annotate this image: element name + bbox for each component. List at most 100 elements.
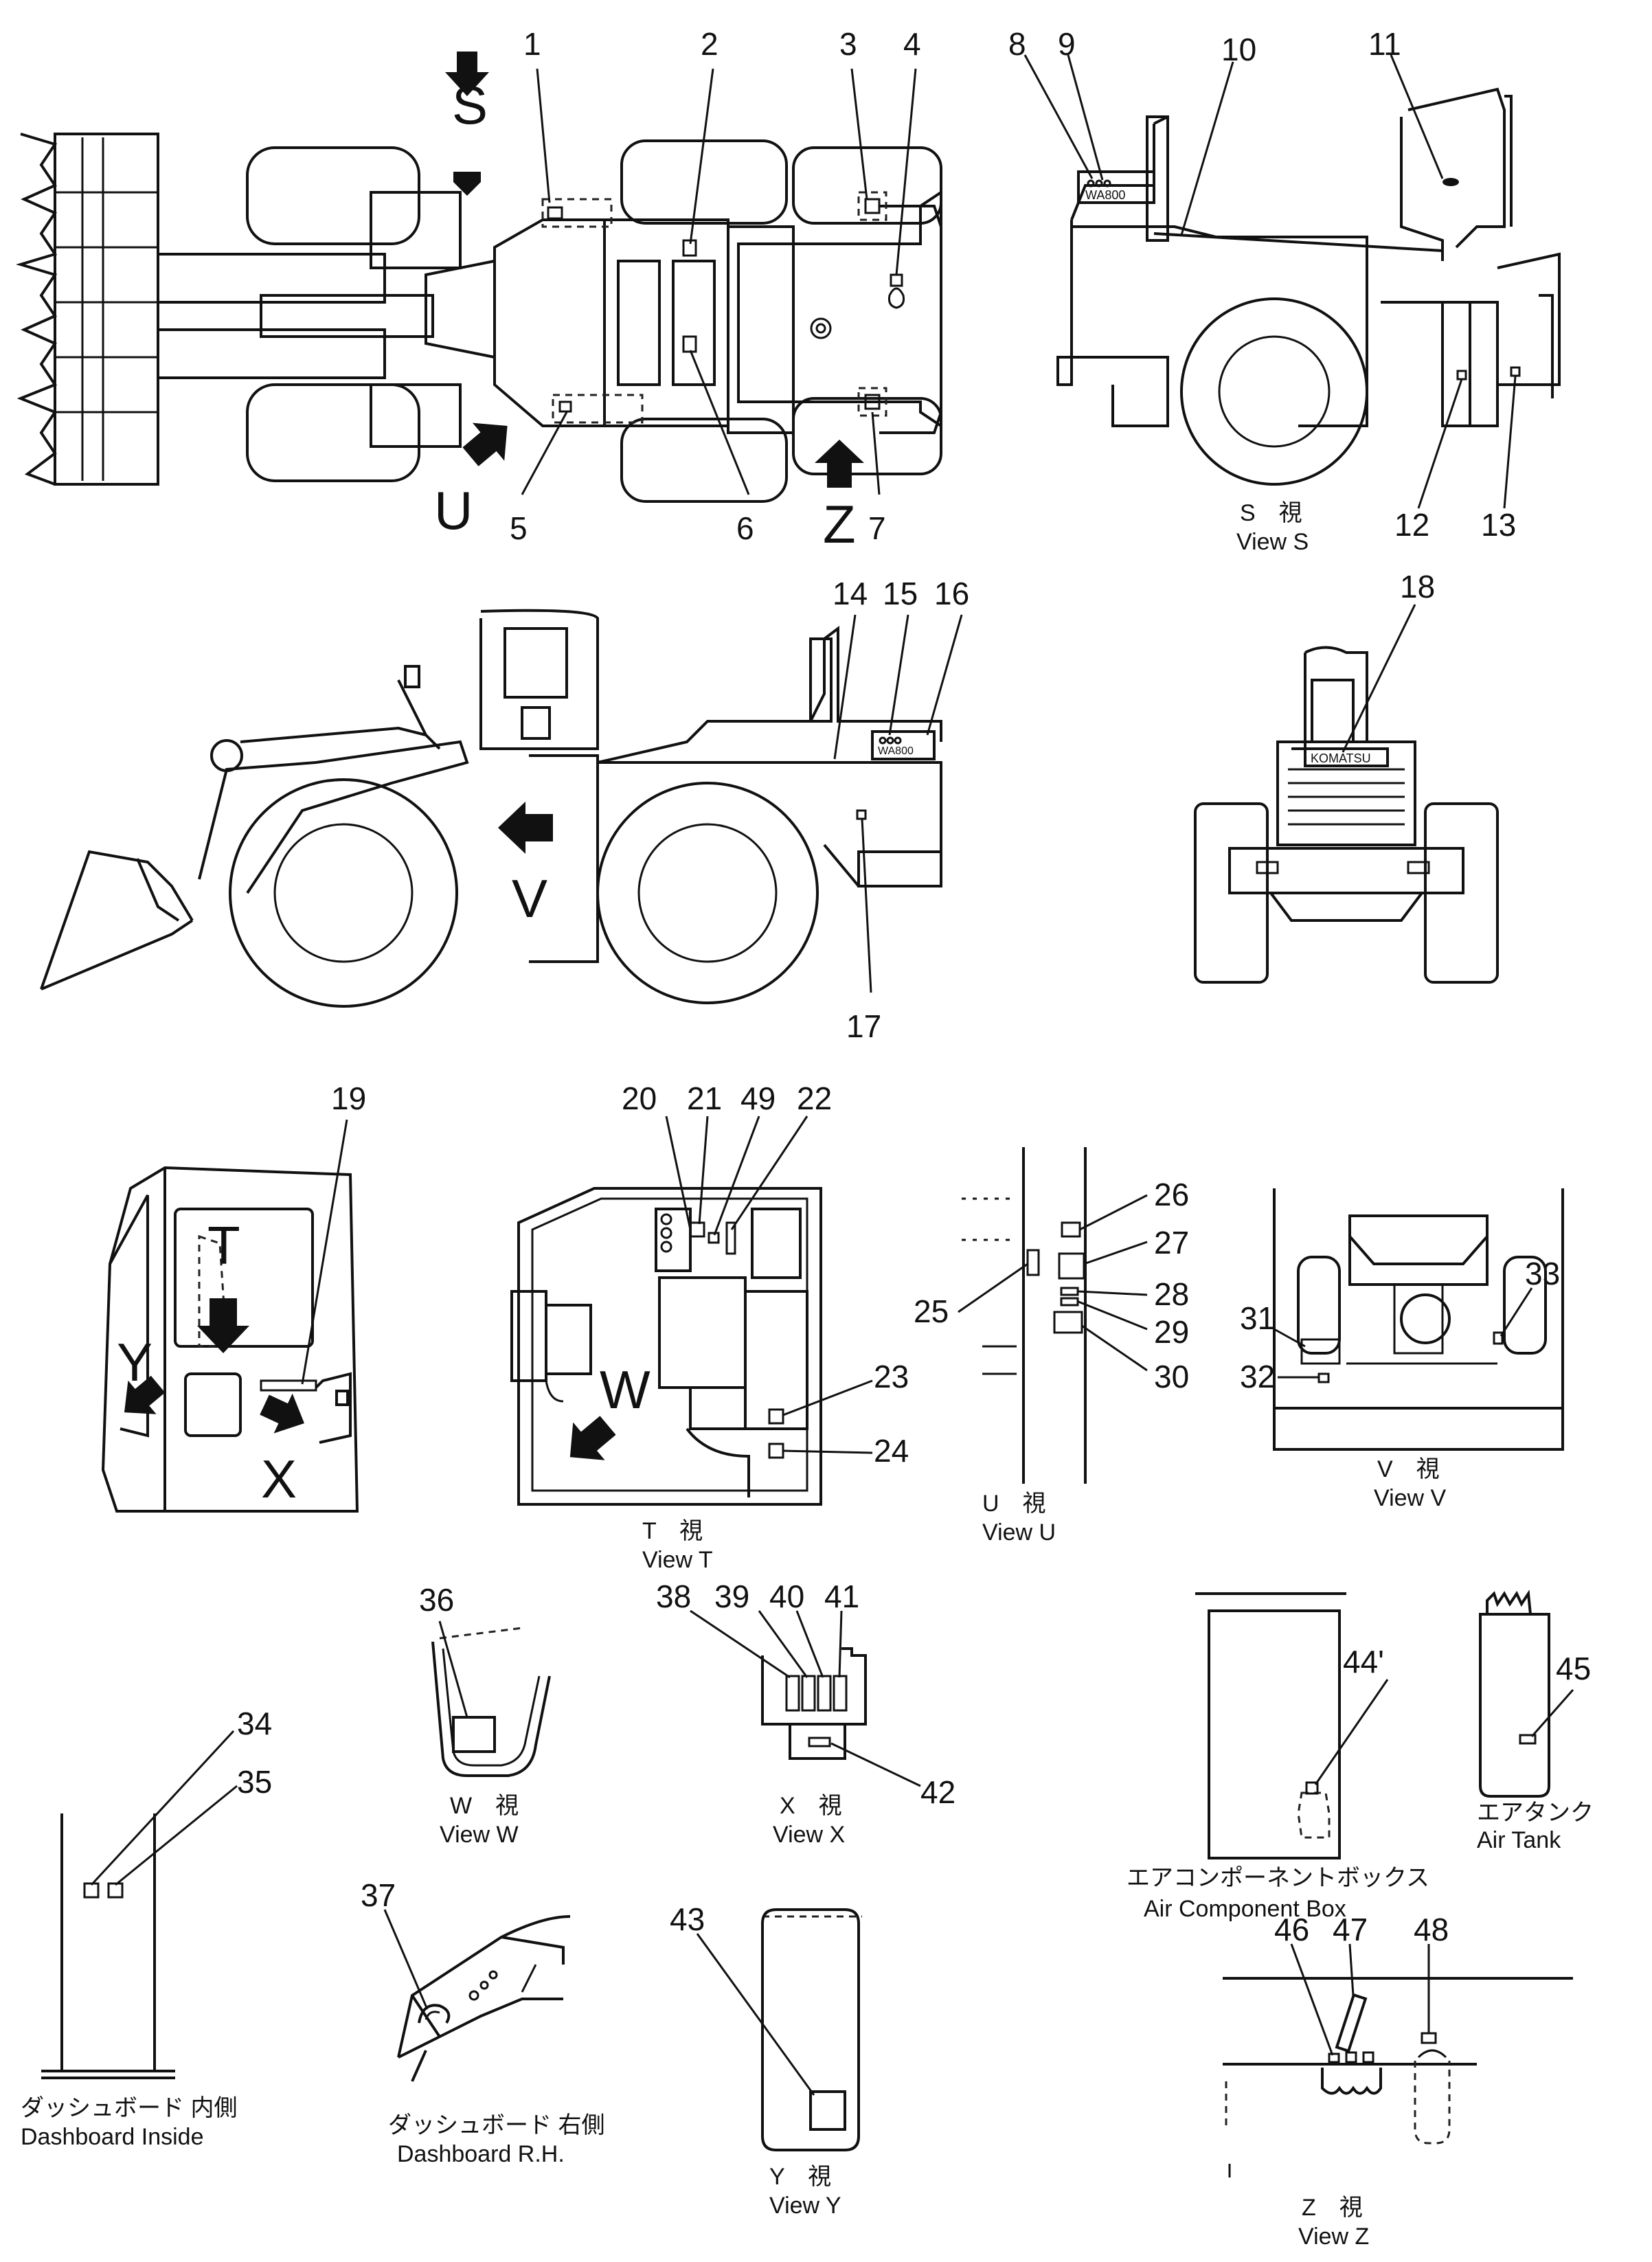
air-component-box: 44' エアコンポーネントボックス Air Component Box [1127,1592,1429,1922]
callout-37: 37 [361,1877,396,1913]
callout-49: 49 [740,1081,776,1116]
view-u: 25 26 27 28 29 30 U 視 View U [914,1147,1189,1546]
callout-8: 8 [1008,26,1026,62]
arrow-x [260,1393,305,1434]
callout-17: 17 [846,1008,881,1044]
decal-location-22 [725,1221,736,1255]
caption-air-tank: Air Tank [1477,1827,1561,1853]
rear-wheel [1180,297,1368,486]
arrow-t [197,1298,249,1353]
caption-view-y-jp: Y 視 [769,2164,831,2190]
caption-view-z-jp: Z 視 [1302,2195,1363,2221]
caption-air-box: Air Component Box [1144,1896,1346,1922]
callout-29: 29 [1154,1314,1189,1350]
caption-dash-rh-jp: ダッシュボード 右側 [388,2112,604,2138]
arrow-y [124,1375,166,1414]
callout-38: 38 [656,1579,691,1614]
arrow-v [498,802,553,854]
decal-location-45 [1519,1734,1537,1745]
caption-view-y: View Y [769,2193,841,2219]
decal-location-28 [1060,1287,1079,1296]
tank-body [1479,1613,1550,1798]
decal-location-13 [1510,366,1521,377]
callout-45: 45 [1556,1651,1591,1686]
caption-view-x-jp: X 視 [780,1793,842,1819]
callout-15: 15 [883,576,918,611]
callout-23: 23 [874,1359,909,1394]
callout-26: 26 [1154,1177,1189,1212]
caption-view-s-jp: S 視 [1240,500,1302,526]
callout-34: 34 [237,1706,272,1741]
brand-decal-text: KOMATSU [1311,751,1371,765]
callout-41: 41 [824,1579,859,1614]
callout-5: 5 [510,510,528,546]
arrow-u [462,422,508,466]
view-y: 43 Y 視 View Y [670,1901,862,2219]
view-letter-w: W [600,1359,650,1420]
engine-hood [1072,225,1368,427]
view-letter-s: S [452,75,488,135]
decal-location-1 [541,198,613,228]
lift-arm [157,328,386,379]
view-x: 38 39 40 41 42 X 視 View X [656,1579,955,1848]
decal-location-27 [1058,1252,1085,1280]
cab [479,609,599,750]
decal-location-2 [682,239,697,257]
callout-30: 30 [1154,1359,1189,1394]
callout-16: 16 [934,576,969,611]
decal-location-47 [1335,1993,1368,2053]
decal-location-3 [857,191,887,221]
decal-location-17 [856,809,867,820]
callout-28: 28 [1154,1276,1189,1312]
radiator-grille [1276,740,1416,846]
decal-location-48 [1421,2032,1437,2044]
rear-wheel [596,782,819,1004]
decal-location-49 [708,1232,720,1244]
callout-4: 4 [903,26,921,62]
brand-decal [1304,747,1389,767]
model-decal [871,730,936,760]
front-tire [246,383,420,482]
caption-view-v: View V [1374,1485,1447,1511]
view-letter-t: T [207,1215,240,1276]
front-wheel [229,778,458,1008]
view-w: 36 W 視 View W [419,1582,551,1848]
callout-43: 43 [670,1901,705,1937]
callout-1: 1 [523,26,541,62]
cab [1400,117,1444,261]
callout-32: 32 [1240,1359,1275,1394]
callout-22: 22 [797,1081,832,1116]
view-letter-v: V [512,868,547,929]
arrow-s [453,172,481,196]
callout-11: 11 [1368,26,1401,62]
decal-location-33 [1493,1331,1504,1345]
callout-14: 14 [833,576,868,611]
caption-view-x: View X [773,1822,845,1848]
decal-location-25 [1026,1249,1040,1276]
callout-19: 19 [331,1081,366,1116]
decal-location-23 [768,1408,784,1425]
bucket-teeth [16,133,58,486]
view-v: 31 32 33 V 視 View V [1240,1188,1564,1511]
decal-location-12 [1456,370,1467,381]
decal-location-32 [1317,1372,1330,1383]
callout-3: 3 [839,26,857,62]
view-s: WA800 8 9 10 11 12 13 S 視 View S [1008,26,1561,555]
callout-7: 7 [868,510,886,546]
top-view: 1 2 3 4 5 6 7 S U Z [16,26,942,554]
callout-31: 31 [1240,1300,1275,1336]
front-tire [246,146,420,245]
decal-location-34 [83,1882,100,1899]
callout-33: 33 [1525,1256,1560,1291]
rear-tire [620,139,788,225]
callout-9: 9 [1058,26,1076,62]
rear-tire [620,418,788,503]
callout-25: 25 [914,1293,949,1329]
view-z: 46 47 48 Z 視 View Z [1223,1912,1573,2250]
view-letter-u: U [434,480,473,541]
caption-dash-in-jp: ダッシュボード 内側 [21,2095,237,2121]
decal-location-30 [1053,1311,1083,1334]
callout-40: 40 [769,1579,804,1614]
caption-dash-rh: Dashboard R.H. [397,2141,565,2167]
